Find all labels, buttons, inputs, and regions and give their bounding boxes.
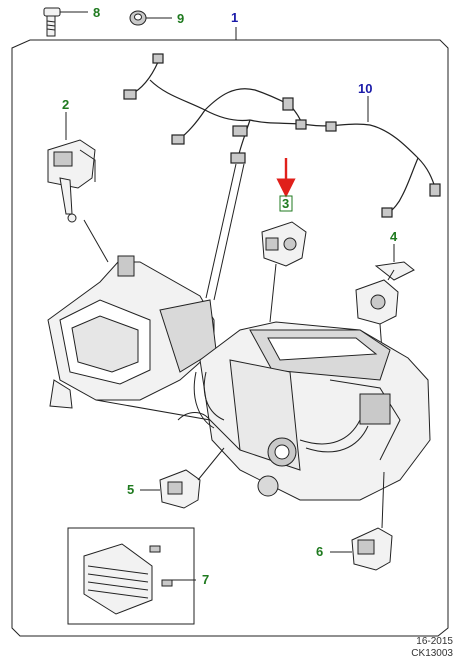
- hvac-housing-left: [47, 255, 217, 409]
- leader-3: [269, 263, 277, 323]
- leader-6b: [381, 471, 385, 529]
- assembly-frame: [11, 39, 449, 637]
- callout-9: 9: [177, 11, 184, 26]
- callout-8: 8: [93, 5, 100, 20]
- callout-6: 6: [316, 544, 323, 559]
- leader-5b: [197, 447, 225, 481]
- bolt-part: [43, 7, 88, 37]
- clip-part: [129, 10, 172, 26]
- coolant-pipes: [177, 371, 369, 453]
- callout-7: 7: [202, 572, 209, 587]
- actuator-2-part: [47, 139, 96, 223]
- leader-2b: [83, 219, 109, 263]
- actuator-3-part: [261, 221, 307, 267]
- callout-2: 2: [62, 97, 69, 112]
- actuator-6-part: [351, 527, 393, 571]
- actuator-5-part: [159, 469, 201, 509]
- actuator-4-part: [355, 261, 415, 325]
- hvac-housing-right: [95, 321, 431, 501]
- callout-5: 5: [127, 482, 134, 497]
- footer-code: CK13003: [411, 648, 453, 659]
- callout-3-box: [279, 195, 293, 212]
- callout-4: 4: [390, 229, 398, 244]
- assembly-leader-lines: [205, 163, 245, 301]
- callout-3: 3: [282, 196, 289, 211]
- blower-resistor-part: [83, 543, 173, 615]
- footer-date: 16-2015: [416, 636, 453, 647]
- wiring-harness: [123, 53, 441, 218]
- callout-1: 1: [231, 10, 238, 25]
- callout-10: 10: [358, 81, 372, 96]
